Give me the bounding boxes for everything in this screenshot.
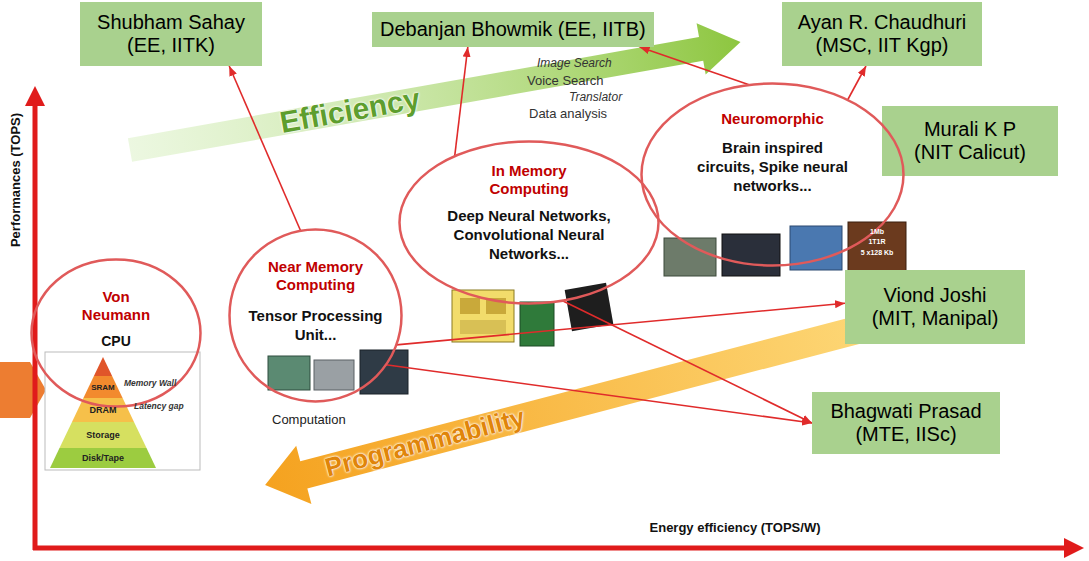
pointer-arrow [848,66,866,100]
chip-picture [520,302,554,346]
chip-detail [460,298,480,314]
pyramid-note: Latency gap [134,402,184,412]
x-axis [33,546,1068,551]
paradigm-title: Neuromorphic [698,110,848,128]
paradigm-ellipse: NeuromorphicBrain inspired circuits, Spi… [640,82,905,267]
pointer-arrow [563,301,813,423]
ellipse-outline [32,260,201,407]
board-picture [314,360,354,390]
person-box: Murali K P (NIT Calicut) [882,106,1058,176]
use-case: Translator [569,91,622,105]
person-box: Bhagwati Prasad (MTE, IISc) [812,392,1000,454]
person-name: Shubham Sahay (EE, IITK) [88,11,254,57]
memory-level: Disk/Tape [82,453,124,463]
chip-text: 5 x128 Kb [861,249,894,257]
person-name: Viond Joshi (MIT, Manipal) [864,284,1006,330]
person-name: Murali K P (NIT Calicut) [908,118,1032,164]
pointer-arrow [386,365,812,423]
axis-title: Energy efficiency (TOPS/W) [650,521,821,536]
pointer-arrow [229,66,300,231]
memory-level: DRAM [90,405,117,415]
y-axis-head [25,86,45,106]
side-tab [0,362,46,418]
person-name: Bhagwati Prasad (MTE, IISc) [821,400,991,446]
pyramid-layer [94,357,112,376]
pyramid-card [45,352,200,470]
pointer-arrow [455,47,468,156]
paradigm-title: Near Memory Computing [256,258,376,294]
chip-picture [565,283,614,332]
memory-level: SRAM [91,383,115,392]
memory-level: Storage [86,430,120,440]
paradigm-examples: CPU [71,332,161,351]
paradigm-title: In Memory Computing [469,162,589,198]
person-box: Shubham Sahay (EE, IITK) [80,2,262,66]
person-name: Ayan R. Chaudhuri (MSC, IIT Kgp) [788,11,976,57]
pyramid-note: Memory Wall [124,379,176,389]
person-box: Viond Joshi (MIT, Manipal) [845,270,1025,344]
pyramid-layer [83,376,122,398]
pyramid-layer [50,448,156,468]
chip-picture [848,222,906,272]
axis-title: Performances (TOPS) [9,113,24,247]
board-picture [360,350,408,394]
ellipse-outline [642,84,904,266]
pyramid-layer [60,422,147,448]
person-box: Debanjan Bhowmik (EE, IITB) [372,12,654,47]
ellipse-outline [400,142,659,304]
paradigm-ellipse: Near Memory ComputingTensor Processing U… [228,228,403,403]
paradigm-title: Von Neumann [71,288,161,324]
pointer-arrow [640,47,750,85]
paradigm-ellipse: In Memory ComputingDeep Neural Networks,… [398,140,660,305]
paradigm-examples: Brain inspired circuits, Spike neural ne… [695,138,850,195]
use-case: Data analysis [529,107,607,122]
paradigm-examples: Deep Neural Networks, Convolutional Neur… [442,206,617,263]
person-box: Ayan R. Chaudhuri (MSC, IIT Kgp) [782,2,982,66]
chip-picture [722,234,780,276]
chip-picture [664,238,716,276]
pointer-arrow [396,303,845,345]
chip-text: 1Mb [870,228,884,236]
chip-text: 1T1R [868,238,885,246]
picture-caption: Computation [272,413,346,428]
person-name: Debanjan Bhowmik (EE, IITB) [380,18,646,41]
programmability-arrow [258,261,1018,514]
use-case: Voice Search [527,74,604,89]
use-case: Image Search [537,57,612,71]
ellipse-outline [230,230,402,402]
arrow-label: Programmability [322,403,528,484]
chip-detail [460,320,506,334]
arrow-label: Efficiency [277,82,423,141]
paradigm-examples: Tensor Processing Unit... [243,306,388,344]
x-axis-head [1064,538,1084,558]
board-picture [268,356,310,390]
